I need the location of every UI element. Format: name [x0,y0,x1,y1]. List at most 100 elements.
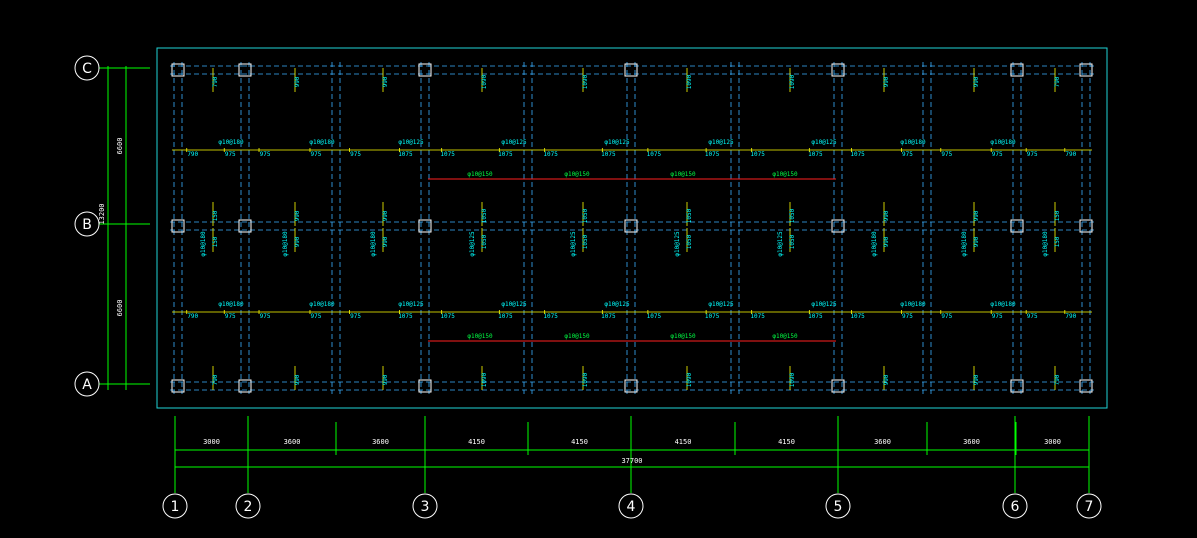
rebar-length-label-1-15: 975 [902,313,913,320]
column-2-2 [418,379,432,393]
rebar-length-label-0-6: 1075 [440,151,455,158]
rebar-length-label-0-2: 975 [260,151,271,158]
rebar-length-label-1-4: 975 [350,313,361,320]
column-0-0 [171,63,185,77]
axis-bubble-6 [1002,493,1028,519]
rebar-length-label-1-3: 975 [311,313,322,320]
rebar-length-label-1-11: 1075 [705,313,720,320]
axis-label-C: C [82,61,92,77]
rebar-length-label-1-12: 1075 [750,313,765,320]
rebar-length-label-1-8: 1075 [543,313,558,320]
vertical-rebar-label-2-8: 990 [973,236,980,247]
column-1-0 [238,63,252,77]
vertical-rebar-spec-1: φ10@180 [282,231,289,257]
rebar-spec-1-4: φ10@125 [604,301,630,308]
rebar-length-label-0-13: 1075 [808,151,823,158]
vertical-rebar-label-0-7: 990 [883,76,890,87]
bottom-dimension-seg-8: 3600 [963,438,980,446]
bottom-dimension-total: 37700 [621,457,642,465]
bottom-dimension-seg-7: 3600 [874,438,891,446]
axis-label-1: 1 [171,499,180,515]
bottom-dimension-seg-3: 4150 [468,438,485,446]
rebar-length-label-0-7: 1075 [498,151,513,158]
axis-label-5: 5 [834,499,843,515]
bottom-dimension-seg-1: 3600 [284,438,301,446]
column-3-2 [624,379,638,393]
vertical-rebar-label-1-9: 150 [1054,210,1061,221]
vertical-rebar-label-3-1: 990 [294,374,301,385]
rebar-spec-1-3: φ10@125 [501,301,527,308]
axis-label-B: B [82,217,92,233]
vertical-rebar-label-0-1: 990 [294,76,301,87]
bottom-dimension-seg-4: 4150 [571,438,588,446]
vertical-rebar-spec-2: φ10@180 [370,231,377,257]
column-4-1 [831,219,845,233]
bottom-dimension-seg-5: 4150 [675,438,692,446]
vertical-rebar-label-1-8: 990 [973,210,980,221]
column-0-2 [171,379,185,393]
red-rebar-spec-0-3: φ10@150 [772,171,798,178]
rebar-length-label-0-1: 975 [225,151,236,158]
vertical-rebar-label-1-4: 1050 [582,208,589,223]
rebar-spec-1-6: φ10@125 [811,301,837,308]
rebar-spec-1-1: φ10@180 [309,301,335,308]
rebar-spec-0-5: φ10@125 [708,139,734,146]
rebar-length-label-1-19: 790 [1065,313,1076,320]
axis-label-4: 4 [627,499,636,515]
vertical-rebar-spec-3: φ10@125 [469,231,476,257]
column-5-2 [1010,379,1024,393]
rebar-spec-0-3: φ10@125 [501,139,527,146]
rebar-length-label-0-15: 975 [902,151,913,158]
slab-outline [156,47,1108,409]
column-5-1 [1010,219,1024,233]
rebar-length-label-1-6: 1075 [440,313,455,320]
rebar-spec-1-2: φ10@125 [398,301,424,308]
vertical-rebar-label-0-9: 790 [1054,76,1061,87]
rebar-length-label-0-8: 1075 [543,151,558,158]
axis-label-7: 7 [1085,499,1094,515]
column-6-2 [1079,379,1093,393]
red-rebar-spec-0-0: φ10@150 [467,171,493,178]
vertical-rebar-label-3-4: 1090 [582,372,589,387]
vertical-rebar-label-3-7: 990 [883,374,890,385]
rebar-length-label-1-0: 790 [187,313,198,320]
rebar-length-label-0-12: 1075 [750,151,765,158]
rebar-length-label-0-11: 1075 [705,151,720,158]
rebar-length-label-0-19: 790 [1065,151,1076,158]
vertical-rebar-label-2-7: 990 [883,236,890,247]
column-layer [171,63,1093,393]
vertical-rebar-label-3-3: 1090 [481,372,488,387]
rebar-length-label-0-16: 975 [941,151,952,158]
vertical-rebar-spec-4: φ10@125 [570,231,577,257]
rebar-length-label-0-18: 975 [1027,151,1038,158]
axis-label-2: 2 [244,499,253,515]
vertical-rebar-spec-9: φ10@180 [1042,231,1049,257]
vertical-rebar-label-3-9: 790 [1054,374,1061,385]
rebar-length-label-0-0: 790 [187,151,198,158]
rebar-length-label-1-18: 975 [1027,313,1038,320]
column-5-0 [1010,63,1024,77]
rebar-layer: 790 975 975 975 975 1075 1075 1075 1075 1075 1075 1… [172,68,1092,390]
axis-label-3: 3 [421,499,430,515]
axis-bubble-3 [412,493,438,519]
axis-bubble-5 [825,493,851,519]
vertical-rebar-label-1-6: 1050 [789,208,796,223]
vertical-rebar-label-2-9: 150 [1054,236,1061,247]
axis-bubble-C [74,55,100,81]
rebar-spec-1-8: φ10@180 [990,301,1016,308]
rebar-length-label-0-9: 1075 [601,151,616,158]
axis-bubble-1 [162,493,188,519]
rebar-length-label-0-10: 1075 [647,151,662,158]
vertical-rebar-label-0-5: 1090 [686,74,693,89]
rebar-length-label-0-4: 975 [350,151,361,158]
rebar-spec-1-7: φ10@180 [900,301,926,308]
rebar-length-label-1-13: 1075 [808,313,823,320]
vertical-rebar-label-2-0: 150 [212,236,219,247]
vertical-rebar-label-0-0: 790 [212,76,219,87]
vertical-rebar-label-2-5: 1050 [686,234,693,249]
rebar-length-label-1-10: 1075 [647,313,662,320]
vertical-rebar-label-1-2: 990 [382,210,389,221]
red-rebar-spec-1-2: φ10@150 [670,333,696,340]
vertical-rebar-label-2-6: 1050 [789,234,796,249]
rebar-length-label-1-9: 1075 [601,313,616,320]
